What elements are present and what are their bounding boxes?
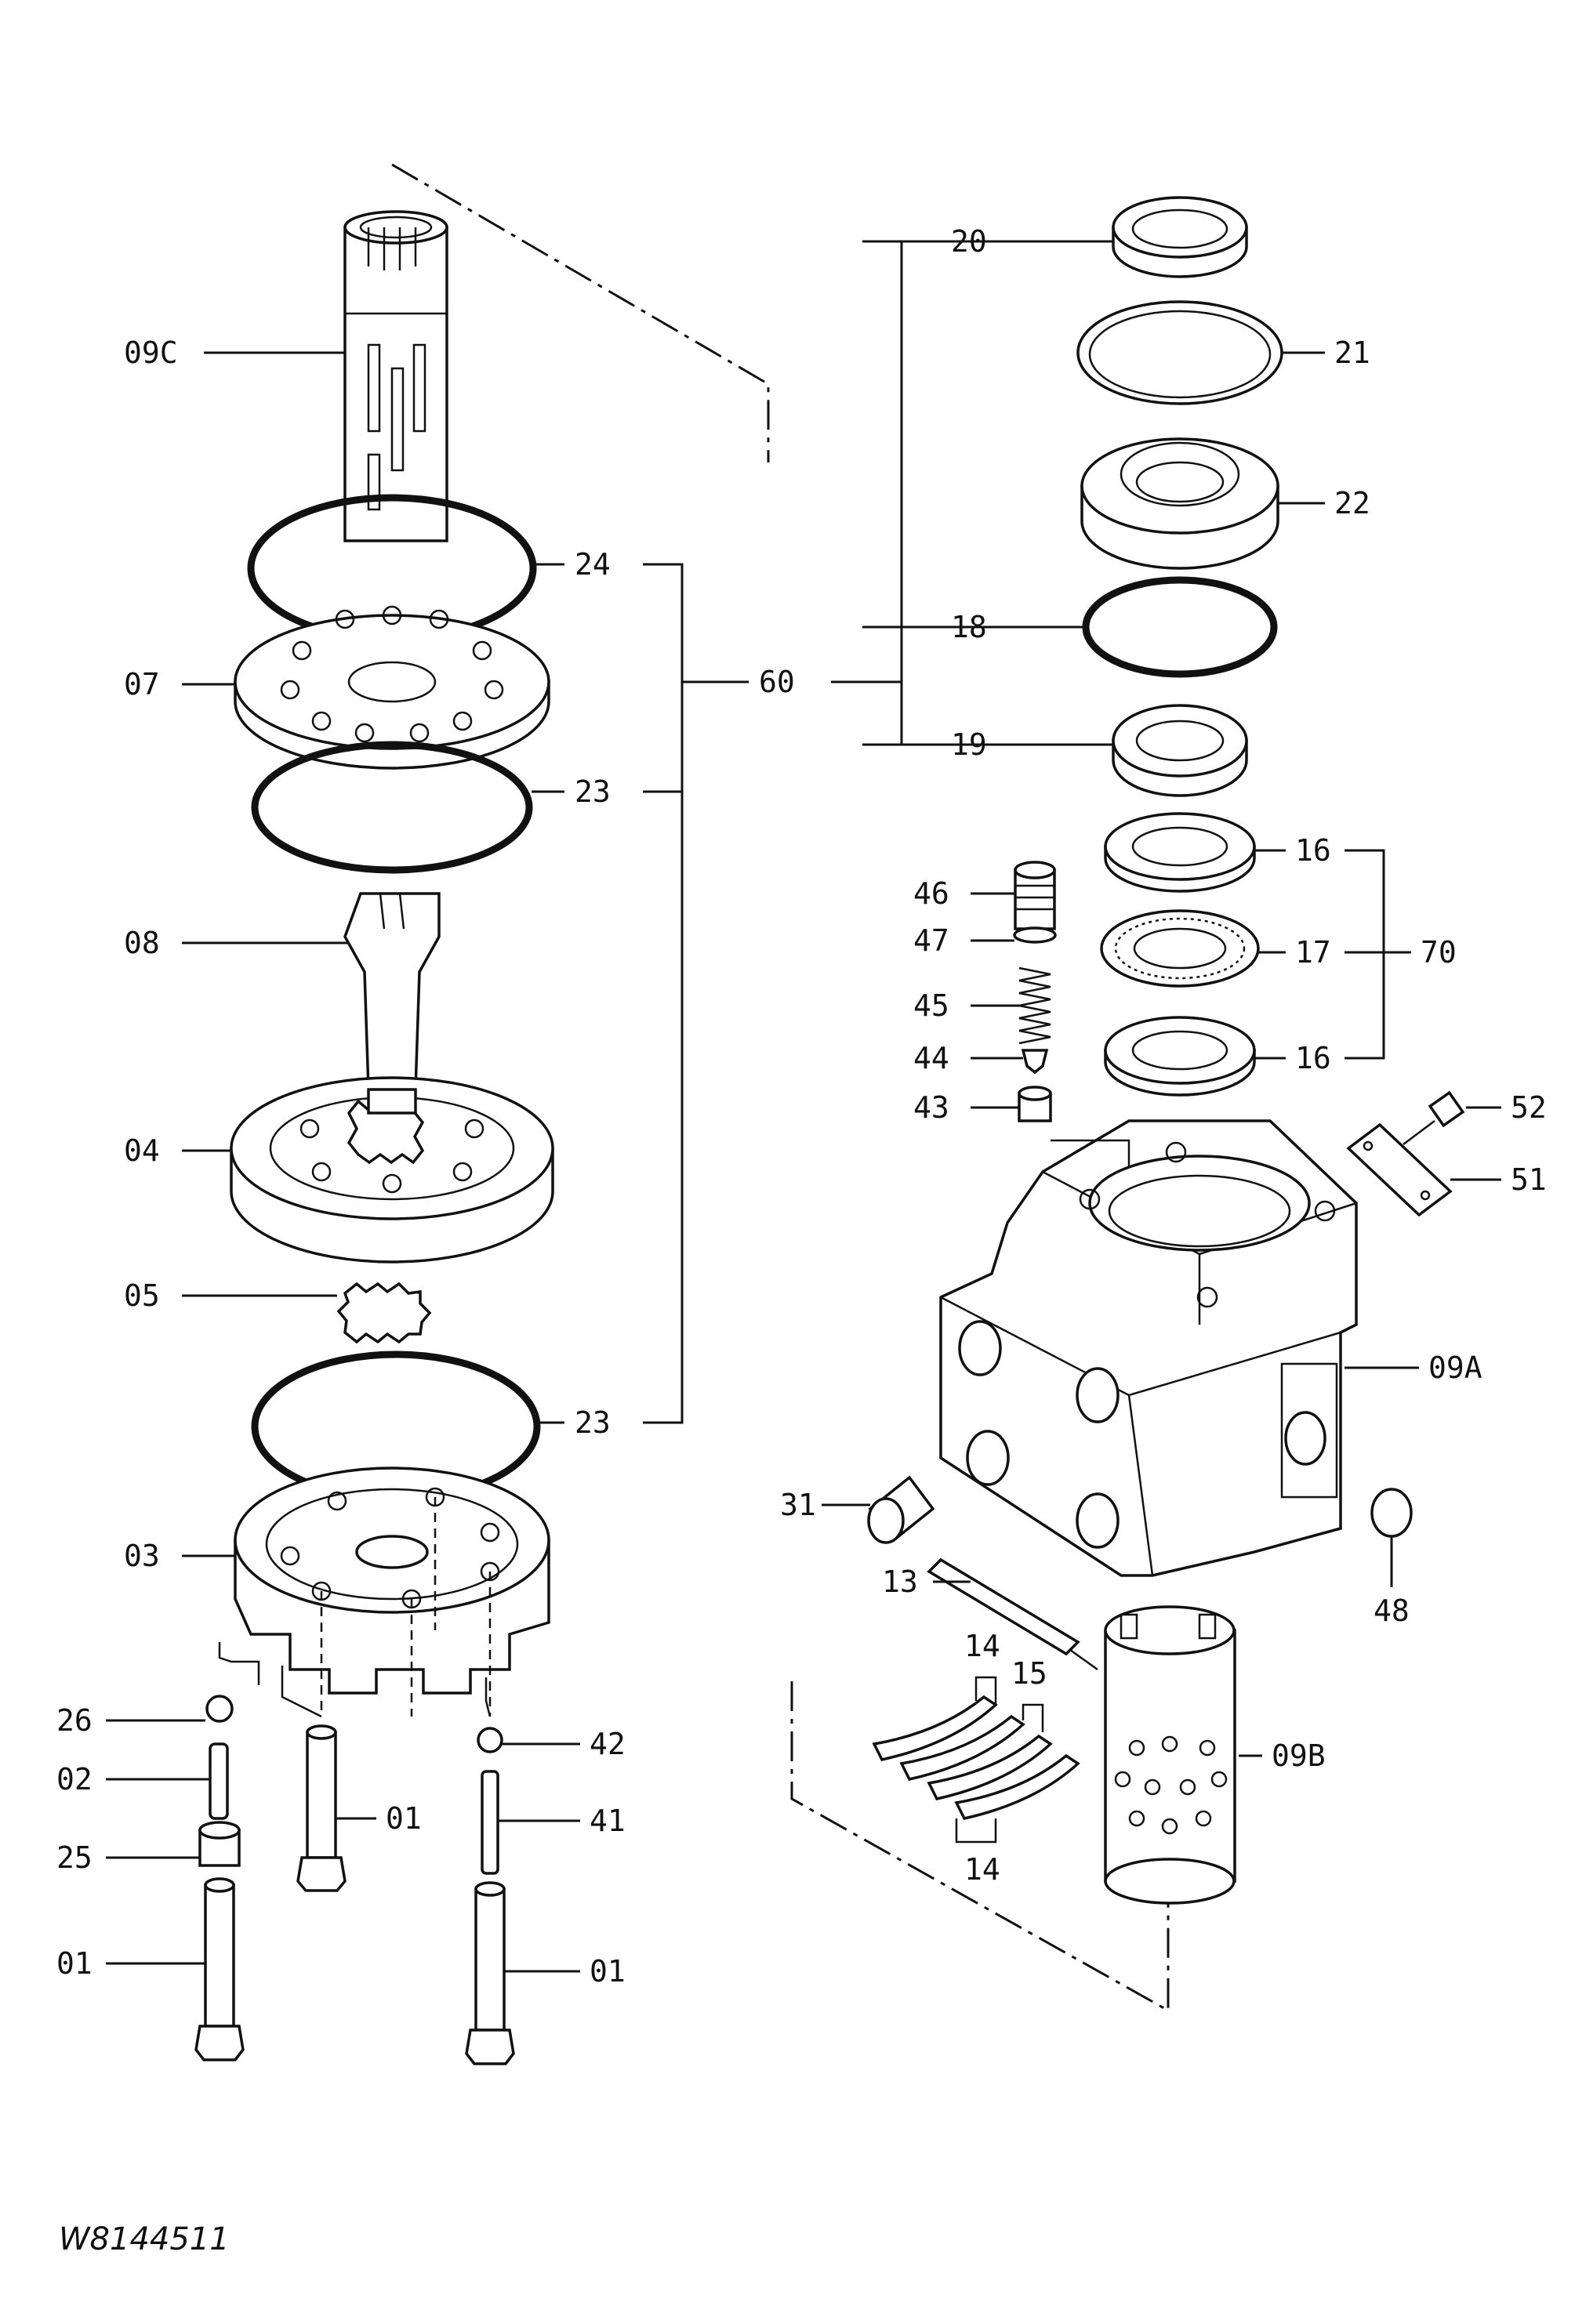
part-09b-sleeve <box>1104 1605 1236 1905</box>
callout-24: 24 <box>575 547 611 582</box>
callout-52: 52 <box>1511 1090 1547 1125</box>
part-44-poppet <box>1021 1049 1049 1075</box>
part-09a-housing <box>939 1119 1358 1577</box>
part-01-bolt-center <box>296 1724 347 1892</box>
part-20-ring <box>1112 196 1248 278</box>
callout-23-upper: 23 <box>575 774 611 809</box>
callout-43: 43 <box>913 1090 949 1125</box>
callout-46: 46 <box>913 876 949 911</box>
part-04-gerotor <box>230 1076 554 1264</box>
callout-15: 15 <box>1011 1656 1047 1691</box>
part-21-snap-ring <box>1076 300 1283 405</box>
callout-18: 18 <box>951 610 987 644</box>
part-31-plug <box>867 1475 935 1544</box>
part-46-plug <box>1014 861 1056 930</box>
callout-21: 21 <box>1334 335 1370 370</box>
part-16-washer-lower <box>1104 1016 1256 1097</box>
callout-22: 22 <box>1334 486 1370 520</box>
part-03-end-cap <box>234 1467 550 1717</box>
callout-42: 42 <box>590 1727 626 1761</box>
part-01-bolt-left <box>194 1877 245 2061</box>
callout-14-upper: 14 <box>964 1629 1000 1663</box>
callout-17: 17 <box>1295 935 1331 970</box>
callout-19: 19 <box>951 727 987 762</box>
callout-16-lower: 16 <box>1295 1041 1331 1075</box>
part-42-ball <box>477 1727 503 1753</box>
part-14-15-centering-springs <box>872 1676 1080 1844</box>
callout-60: 60 <box>759 665 795 699</box>
callout-01-right: 01 <box>590 1954 626 1989</box>
callout-44: 44 <box>913 1041 949 1075</box>
callout-05: 05 <box>124 1278 160 1313</box>
part-47-o-ring <box>1013 926 1057 944</box>
callout-51: 51 <box>1511 1162 1547 1197</box>
part-05-star <box>336 1282 432 1344</box>
callout-70: 70 <box>1421 935 1457 970</box>
part-13-pin <box>927 1557 1098 1671</box>
part-45-spring <box>1018 966 1051 1045</box>
callout-13: 13 <box>882 1564 918 1599</box>
leader-lines <box>106 240 1501 1973</box>
callout-16-upper: 16 <box>1295 833 1331 868</box>
part-48-plug <box>1370 1488 1413 1538</box>
callout-01-left: 01 <box>56 1946 93 1981</box>
callout-04: 04 <box>124 1133 160 1168</box>
callout-47: 47 <box>913 923 949 958</box>
callout-08: 08 <box>124 926 160 960</box>
callout-14-lower: 14 <box>964 1852 1000 1887</box>
part-23-o-ring-upper <box>251 741 533 874</box>
part-08-drive-shaft <box>343 892 441 1091</box>
callout-26: 26 <box>56 1703 93 1738</box>
part-41-pin <box>481 1770 499 1875</box>
part-43-seat <box>1018 1086 1052 1122</box>
callout-45: 45 <box>913 988 949 1023</box>
callout-09B: 09B <box>1272 1738 1326 1773</box>
callout-20: 20 <box>951 224 987 259</box>
part-51-nameplate <box>1346 1122 1453 1217</box>
part-22-bushing <box>1080 437 1279 570</box>
part-18-o-ring <box>1082 576 1278 678</box>
callout-09C: 09C <box>124 335 178 370</box>
callout-23-lower: 23 <box>575 1405 611 1440</box>
part-26-ball <box>205 1695 234 1723</box>
part-07-plate <box>234 605 550 770</box>
callout-07: 07 <box>124 667 160 702</box>
drawing-code: W8144511 <box>59 2221 230 2257</box>
part-17-needle-bearing <box>1100 909 1260 988</box>
callout-labels: 09C 24 07 60 23 08 04 05 23 03 26 02 25 … <box>56 224 1547 1989</box>
part-01-bolt-right <box>465 1881 515 2065</box>
callout-48: 48 <box>1374 1593 1410 1628</box>
assembly-guide-lines <box>391 163 1170 2013</box>
callout-09A: 09A <box>1428 1351 1482 1385</box>
part-19-seal <box>1112 704 1248 797</box>
part-25-bushing <box>198 1821 241 1867</box>
callout-31: 31 <box>780 1488 816 1522</box>
part-52-screw <box>1403 1090 1465 1145</box>
callout-01-center: 01 <box>386 1801 422 1836</box>
callout-02: 02 <box>56 1762 93 1796</box>
fastener-guides <box>218 1642 492 1718</box>
part-09c-spool <box>343 210 448 542</box>
callout-41: 41 <box>590 1804 626 1838</box>
callout-25: 25 <box>56 1840 93 1875</box>
callout-03: 03 <box>124 1539 160 1573</box>
part-16-washer-upper <box>1104 812 1256 893</box>
part-02-pin <box>209 1742 229 1820</box>
